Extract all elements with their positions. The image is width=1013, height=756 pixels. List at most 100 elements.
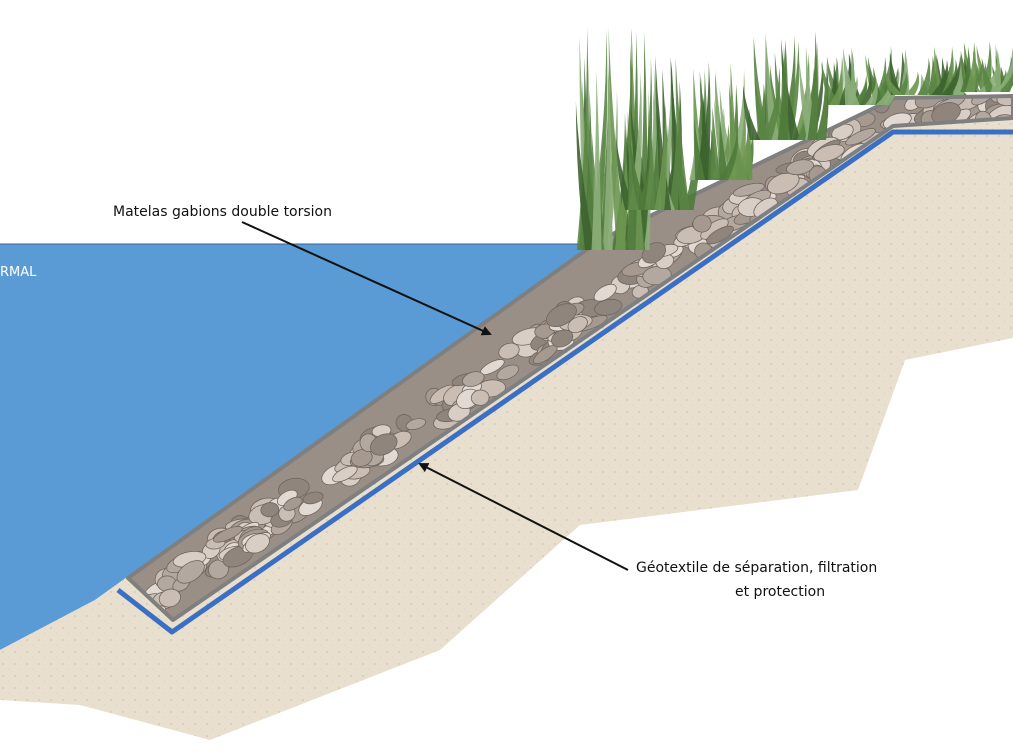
vegetation-leaf — [654, 102, 667, 210]
vegetation-leaf — [941, 54, 962, 95]
vegetation-leaf — [960, 46, 971, 92]
vegetation-leaf — [803, 60, 824, 141]
gabion-stone — [462, 371, 485, 387]
vegetation-leaf — [872, 46, 892, 105]
vegetation-leaf — [829, 69, 843, 105]
vegetation-leaf — [884, 73, 901, 95]
vegetation-leaf — [695, 97, 707, 180]
gabion-stone — [405, 418, 427, 431]
vegetation-leaf — [630, 140, 649, 210]
vegetation-leaf — [781, 40, 800, 141]
gabion-stone — [813, 144, 845, 162]
vegetation-leaf — [917, 57, 931, 95]
geotextile-label-line2: et protection — [735, 584, 825, 600]
vegetation — [575, 27, 1013, 251]
vegetation-leaf — [576, 27, 590, 251]
gabion-stone — [283, 496, 303, 511]
vegetation-leaf — [668, 125, 679, 210]
vegetation-leaf — [718, 126, 738, 180]
vegetation-leaf — [583, 89, 594, 250]
gabion-stone — [332, 465, 358, 483]
vegetation-leaf — [931, 59, 949, 95]
vegetation-leaf — [875, 76, 893, 105]
gabion-stone — [594, 298, 623, 316]
vegetation-leaf — [821, 61, 841, 105]
vegetation-leaf — [753, 36, 769, 140]
gabion-stone — [642, 266, 672, 286]
gabion-stone — [260, 502, 280, 518]
vegetation-leaf — [843, 47, 860, 105]
vegetation-leaf — [694, 119, 706, 180]
vegetation-leaf — [937, 71, 950, 95]
vegetation-leaf — [728, 82, 748, 180]
gabion-stone — [567, 316, 588, 334]
geotextile-label-line1: Géotextile de séparation, filtration — [636, 560, 877, 576]
vegetation-leaf — [879, 66, 900, 105]
vegetation-leaf — [851, 78, 868, 105]
gabion-stone — [302, 491, 324, 505]
vegetation-leaf — [799, 60, 817, 140]
gabion-stone — [545, 303, 577, 328]
vegetation-leaf — [761, 66, 781, 140]
gabion-mattress — [128, 96, 1013, 620]
vegetation-leaf — [644, 126, 655, 210]
vegetation-leaf — [765, 33, 780, 141]
vegetation-leaf — [591, 70, 602, 250]
water-level-label: RMAL — [0, 265, 37, 280]
gabion-stone — [498, 342, 520, 360]
soil-embankment — [0, 100, 1013, 740]
gabion-stone — [551, 329, 574, 348]
vegetation-leaf — [587, 29, 608, 251]
geotextile-pointer-arrow — [418, 463, 629, 571]
vegetation-leaf — [844, 64, 856, 105]
vegetation-leaf — [965, 63, 983, 92]
vegetation-leaf — [894, 71, 908, 95]
gabion-stone — [692, 214, 712, 233]
vegetation-leaf — [925, 71, 938, 95]
vegetation-leaf — [633, 125, 650, 250]
gabion-stone — [369, 433, 398, 456]
vegetation-leaf — [904, 71, 920, 95]
vegetation-leaf — [736, 107, 751, 180]
gabion-stone — [158, 588, 181, 608]
vegetation-leaf — [884, 70, 904, 95]
gabion-stone — [706, 225, 734, 245]
vegetation-leaf — [807, 31, 819, 140]
gabion-stone — [996, 96, 1013, 107]
gabion-stone — [245, 533, 270, 554]
vegetation-leaf — [697, 61, 711, 180]
gabion-stone — [350, 449, 373, 467]
vegetation-leaf — [575, 101, 596, 250]
vegetation-leaf — [616, 136, 636, 210]
vegetation-leaf — [631, 103, 651, 210]
gabion-stone — [593, 283, 617, 302]
gabion-stone — [786, 159, 814, 176]
gabion-label: Matelas gabions double torsion — [113, 204, 332, 220]
vegetation-leaf — [867, 56, 886, 105]
gabion-stone — [213, 526, 243, 543]
vegetation-leaf — [777, 39, 789, 140]
vegetation-leaf — [858, 74, 872, 105]
geotextile-layer — [116, 129, 1013, 635]
vegetation-leaf — [816, 77, 828, 140]
vegetation-leaf — [655, 80, 672, 210]
vegetation-leaf — [976, 62, 998, 92]
vegetation-leaf — [742, 85, 761, 140]
vegetation-leaf — [981, 57, 996, 92]
gabion-stone — [767, 172, 800, 195]
gabion-stone — [176, 560, 205, 584]
gabion-stone — [496, 364, 520, 381]
gabion-stone — [470, 389, 490, 406]
vegetation-leaf — [608, 27, 627, 251]
vegetation-leaf — [998, 71, 1013, 92]
gabion-pointer-arrow — [241, 221, 492, 336]
vegetation-leaf — [710, 107, 721, 180]
vegetation-leaf — [990, 49, 1001, 92]
vegetation-leaf — [614, 126, 629, 250]
vegetation-leaf — [718, 118, 729, 180]
vegetation-leaf — [602, 62, 613, 250]
vegetation-leaf — [964, 41, 977, 92]
gabion-stone — [845, 128, 876, 146]
vegetation-leaf — [655, 56, 672, 210]
